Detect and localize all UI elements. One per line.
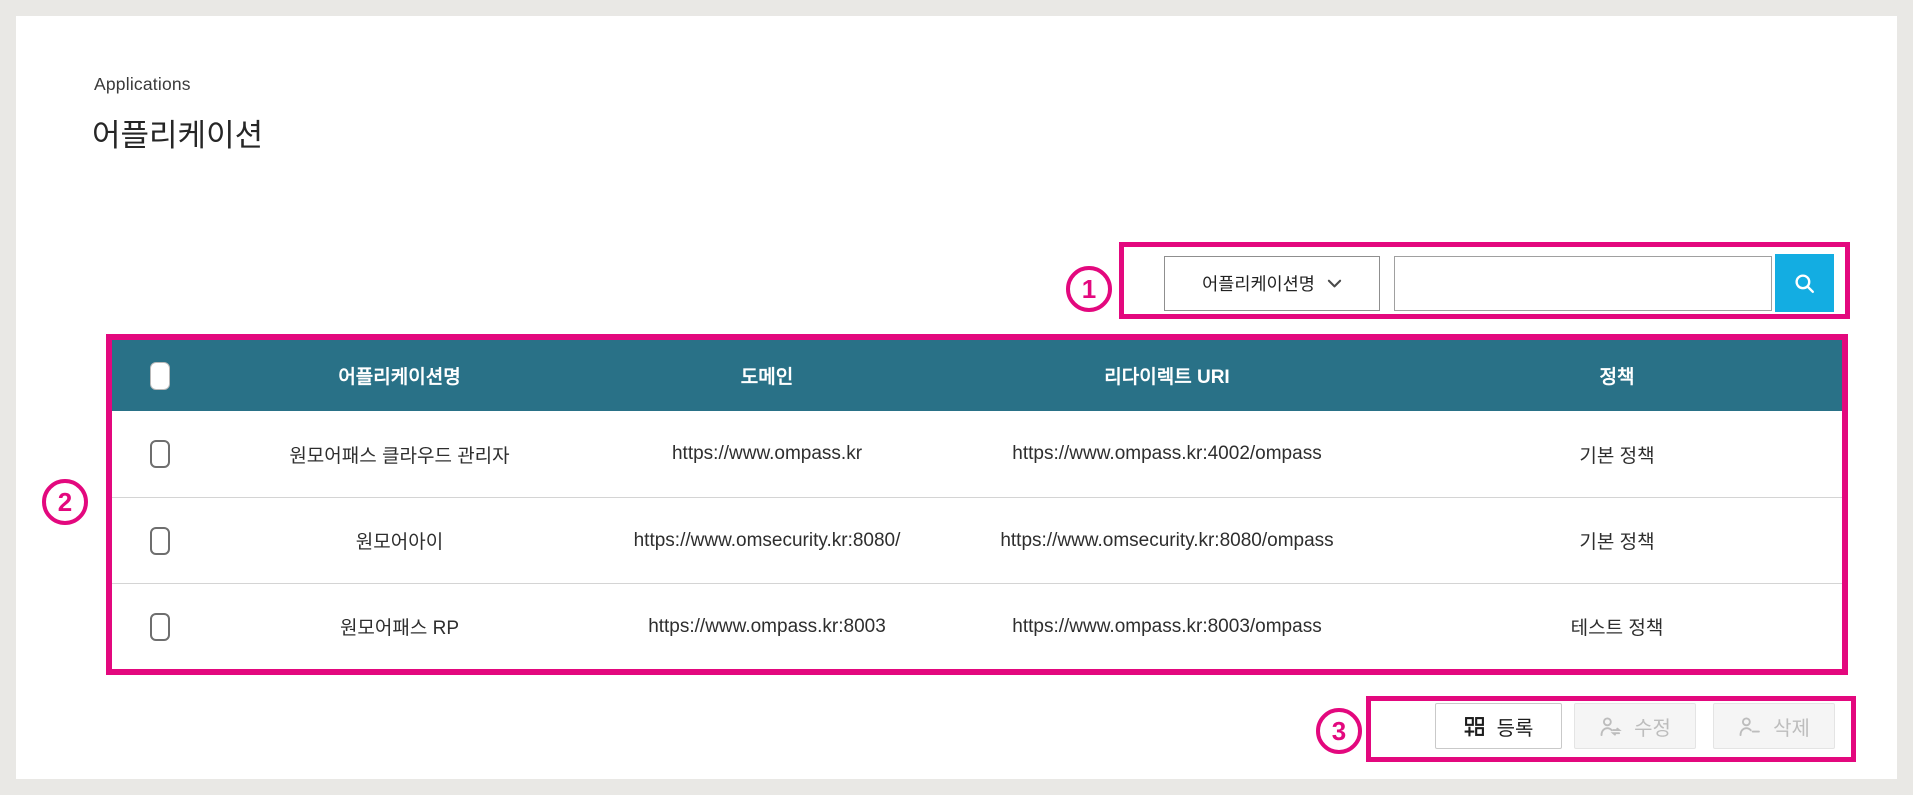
- delete-button-label: 삭제: [1773, 717, 1810, 740]
- column-header-domain: 도메인: [740, 367, 794, 388]
- search-button[interactable]: [1775, 254, 1834, 312]
- modify-button[interactable]: 수정: [1574, 703, 1696, 749]
- cell-domain: https://www.ompass.kr: [671, 443, 863, 464]
- modify-button-label: 수정: [1634, 717, 1671, 740]
- chevron-down-icon: [1327, 279, 1342, 289]
- table-row[interactable]: 원모어아이 https://www.omsecurity.kr:8080/ ht…: [112, 497, 1842, 583]
- cell-redirect-uri: https://www.omsecurity.kr:8080/ompass: [1000, 529, 1334, 551]
- select-all-checkbox[interactable]: [149, 361, 170, 390]
- delete-button[interactable]: 삭제: [1713, 703, 1835, 749]
- user-edit-icon: [1599, 716, 1622, 737]
- row-checkbox[interactable]: [149, 526, 170, 555]
- column-header-redirect-uri: 리다이렉트 URI: [1104, 367, 1230, 388]
- cell-domain: https://www.omsecurity.kr:8080/: [633, 529, 901, 551]
- table-row[interactable]: 원모어패스 클라우드 관리자 https://www.ompass.kr htt…: [112, 411, 1842, 497]
- cell-application-name: 원모어패스 클라우드 관리자: [289, 445, 510, 467]
- cell-policy: 테스트 정책: [1570, 618, 1664, 639]
- cell-redirect-uri: https://www.ompass.kr:8003/ompass: [1012, 615, 1322, 637]
- annotation-label: 1: [1081, 273, 1097, 304]
- cell-application-name: 원모어패스 RP: [339, 618, 460, 639]
- cell-domain: https://www.ompass.kr:8003: [648, 615, 886, 637]
- annotation-label: 3: [1331, 715, 1347, 746]
- annotation-circle-3: 3: [1316, 708, 1362, 754]
- annotation-circle-2: 2: [42, 479, 88, 525]
- user-minus-icon: [1738, 716, 1761, 737]
- table-header-checkbox-cell: [112, 361, 207, 390]
- row-checkbox[interactable]: [149, 612, 170, 641]
- cell-application-name: 원모어아이: [355, 532, 444, 553]
- annotation-label: 2: [57, 486, 73, 517]
- column-header-policy: 정책: [1599, 367, 1635, 388]
- cell-policy: 기본 정책: [1579, 532, 1655, 553]
- search-input[interactable]: [1394, 256, 1772, 311]
- page-title: 어플리케이션: [92, 118, 264, 153]
- register-button-label: 등록: [1496, 717, 1534, 740]
- search-filter-select[interactable]: 어플리케이션명: [1164, 256, 1380, 311]
- breadcrumb: Applications: [94, 74, 191, 94]
- cell-policy: 기본 정책: [1579, 445, 1655, 467]
- search-filter-selected-value: 어플리케이션명: [1202, 274, 1315, 294]
- register-button[interactable]: 등록: [1435, 703, 1562, 749]
- table-header-row: 어플리케이션명 도메인 리다이렉트 URI 정책: [112, 340, 1842, 411]
- content-card: Applications 어플리케이션 1 어플리케이션명 2: [16, 16, 1897, 779]
- row-checkbox[interactable]: [149, 440, 170, 468]
- search-icon: [1791, 270, 1818, 297]
- annotation-circle-1: 1: [1066, 266, 1112, 312]
- appstore-add-icon: [1464, 716, 1485, 737]
- cell-redirect-uri: https://www.ompass.kr:4002/ompass: [1012, 443, 1322, 464]
- table-body: 원모어패스 클라우드 관리자 https://www.ompass.kr htt…: [112, 411, 1842, 669]
- table-row[interactable]: 원모어패스 RP https://www.ompass.kr:8003 http…: [112, 583, 1842, 669]
- column-header-application-name: 어플리케이션명: [338, 367, 461, 388]
